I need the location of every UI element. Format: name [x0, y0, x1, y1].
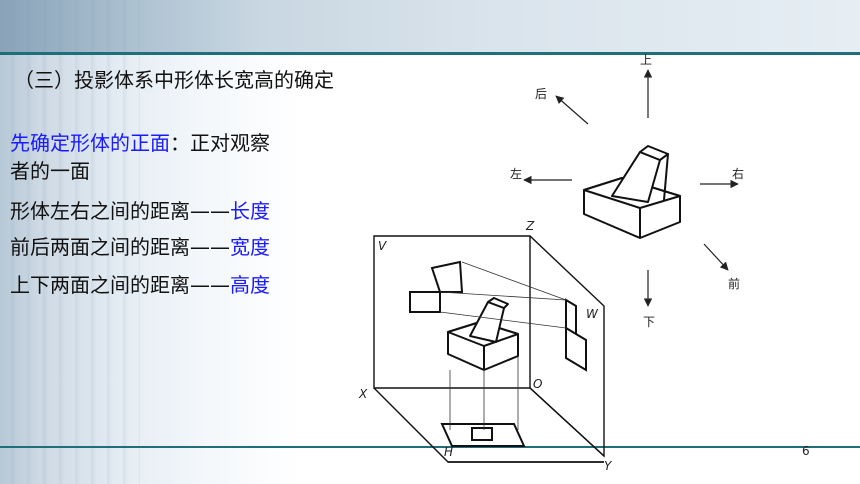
front-face-desc-cont: 者的一面 — [10, 159, 90, 183]
label-front: 前 — [728, 276, 740, 291]
text-line-width: 前后两面之间的距离——宽度 — [10, 232, 270, 262]
label-up: 上 — [640, 53, 652, 67]
text-line-2: 者的一面 — [10, 156, 90, 186]
axis-x-label: X — [358, 387, 368, 401]
h-projection — [440, 423, 526, 447]
height-term: 高度 — [230, 273, 270, 297]
slide-title: （三）投影体系中形体长宽高的确定 — [14, 68, 334, 92]
arrow-front — [703, 243, 729, 271]
text-line-length: 形体左右之间的距离——长度 — [10, 196, 270, 226]
v-projection — [409, 260, 464, 313]
height-desc: 上下两面之间的距离—— — [10, 273, 230, 297]
box-object — [447, 297, 519, 371]
length-term: 长度 — [230, 199, 270, 223]
text-line-height: 上下两面之间的距离——高度 — [10, 270, 270, 300]
axis-w-label: W — [586, 307, 599, 321]
axis-o-label: O — [533, 377, 542, 391]
width-term: 宽度 — [230, 235, 270, 259]
text-line-1: 先确定形体的正面：正对观察 — [10, 128, 270, 158]
axis-y-label: Y — [604, 459, 613, 473]
header-banner — [0, 0, 860, 52]
projection-box — [373, 235, 605, 463]
footer-divider — [0, 446, 860, 448]
arrow-back — [555, 95, 589, 125]
front-face-highlight: 先确定形体的正面 — [10, 131, 170, 155]
label-left: 左 — [510, 166, 522, 181]
label-right: 右 — [732, 166, 744, 181]
label-back: 后 — [535, 87, 547, 101]
iso-object — [583, 145, 681, 239]
header-divider — [0, 52, 860, 55]
length-desc: 形体左右之间的距离—— — [10, 199, 230, 223]
axis-h-label: H — [444, 445, 453, 459]
w-projection — [565, 298, 587, 372]
axis-v-label: V — [378, 239, 387, 253]
axis-z-label: Z — [525, 219, 535, 233]
direction-arrows — [523, 69, 739, 307]
projection-lines — [439, 261, 567, 430]
label-down: 下 — [643, 315, 655, 329]
width-desc: 前后两面之间的距离—— — [10, 235, 230, 259]
front-face-desc: ：正对观察 — [170, 131, 270, 155]
column-decoration — [0, 0, 140, 484]
page-number: 6 — [802, 444, 810, 458]
